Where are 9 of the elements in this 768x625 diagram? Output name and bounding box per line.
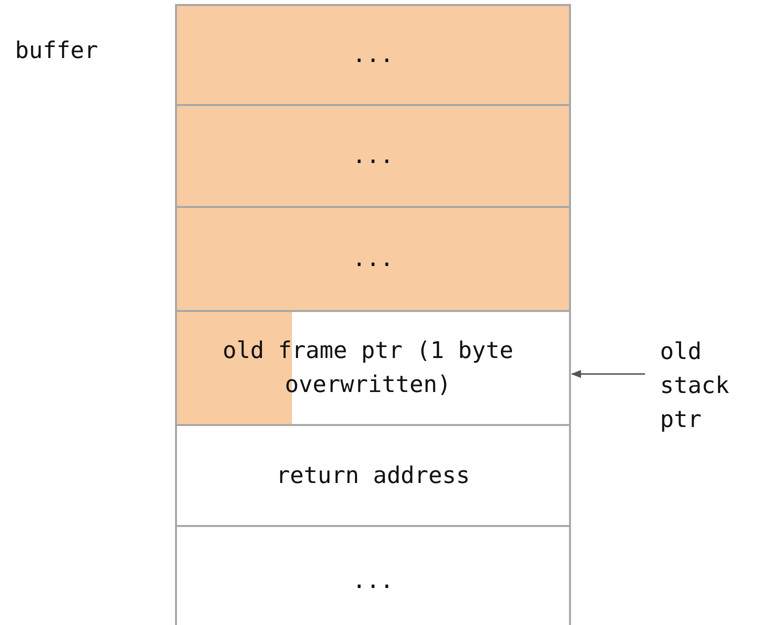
arrow: [571, 370, 645, 378]
memory-cell: old frame ptr (1 byte overwritten): [175, 310, 571, 426]
memory-cell: return address: [175, 424, 571, 527]
memory-cell: ...: [175, 206, 571, 312]
memory-cell: ...: [175, 4, 571, 106]
memory-cell: ...: [175, 525, 571, 625]
pointer-label: old stack ptr: [660, 335, 750, 437]
region-label: buffer: [15, 38, 98, 64]
memory-cell: ...: [175, 104, 571, 208]
